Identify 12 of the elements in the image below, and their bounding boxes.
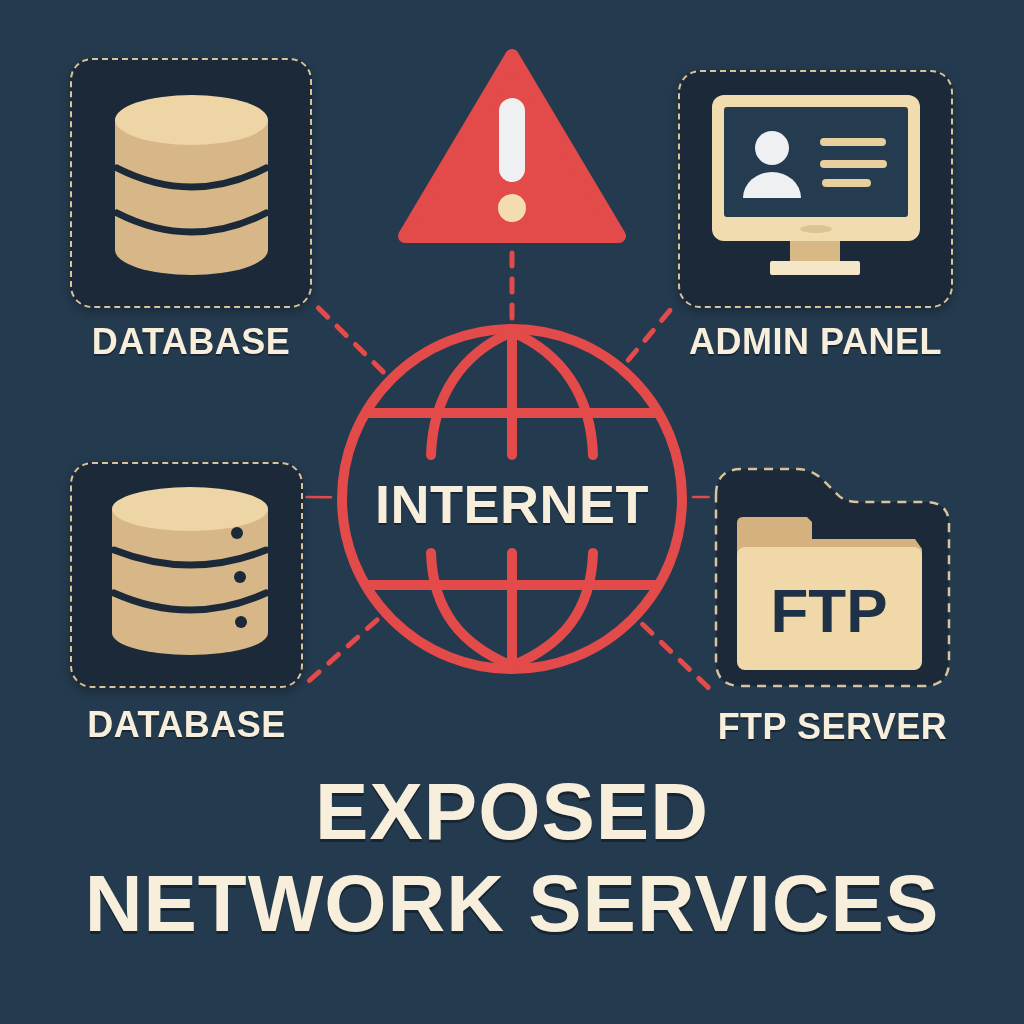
warning-triangle bbox=[398, 48, 626, 244]
globe bbox=[337, 324, 687, 674]
dashed-line bbox=[640, 621, 712, 691]
node-label: INTERNET bbox=[375, 475, 649, 533]
title: EXPOSED NETWORK SERVICES bbox=[84, 766, 940, 950]
node-label: DATABASE bbox=[91, 322, 291, 362]
node-label: FTP SERVER bbox=[717, 707, 948, 747]
icon-label: FTP bbox=[770, 578, 888, 644]
connector-line bbox=[691, 495, 710, 499]
node-label: ADMIN PANEL bbox=[689, 322, 942, 362]
node-label: DATABASE bbox=[87, 705, 286, 745]
connector-line bbox=[305, 495, 333, 499]
